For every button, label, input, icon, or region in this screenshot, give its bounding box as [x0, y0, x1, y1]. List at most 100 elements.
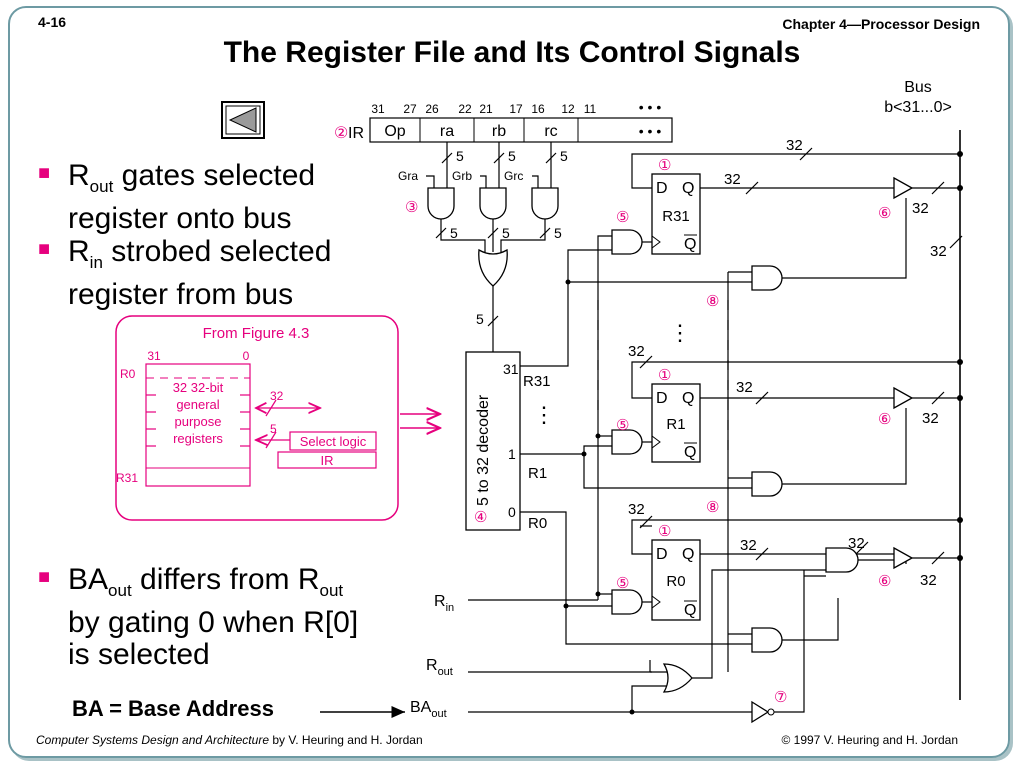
- svg-text:Q: Q: [684, 602, 696, 619]
- marker-6-r1: ⑥: [878, 411, 891, 428]
- q-to-buffer-wires: [700, 181, 894, 561]
- width-bus-r31: 32: [786, 137, 803, 154]
- bullet-square-icon: ■: [38, 162, 51, 184]
- decoder-line-r0: R0: [528, 515, 547, 532]
- ir-field-rc: rc: [544, 123, 557, 140]
- ir-bit-22: 22: [458, 102, 472, 116]
- bullet-3-line1: differs from R: [131, 563, 320, 596]
- inset-bit-0: 0: [243, 349, 250, 363]
- bullet-3-sub2: out: [319, 581, 344, 600]
- signal-rin: Rin: [434, 593, 454, 614]
- page-title: The Register File and Its Control Signal…: [223, 36, 801, 69]
- ir-register: Op ra rb rc • • • • • • IR ② 31 27 26 22…: [334, 99, 673, 143]
- inset-width-32: 32: [270, 389, 284, 403]
- decoder-out-0: 0: [508, 504, 516, 520]
- ir-ellipsis-upper: • • •: [639, 99, 662, 115]
- inset-body-2: general: [176, 397, 219, 412]
- bullet-square-icon: ■: [38, 238, 51, 260]
- ir-bit-12: 12: [561, 102, 575, 116]
- width-out-r0: 32: [920, 572, 937, 589]
- ir-name: IR: [348, 125, 364, 142]
- width-rb: 5: [508, 148, 516, 164]
- decoder-label: 5 to 32 decoder: [475, 394, 492, 506]
- svg-text:D: D: [656, 390, 668, 407]
- bullet-1-sub: out: [89, 177, 114, 196]
- baout-inverter: [751, 700, 770, 724]
- bullet-square-icon: ■: [38, 566, 51, 588]
- footer-copyright: © 1997 V. Heuring and H. Jordan: [781, 733, 958, 747]
- svg-text:Q: Q: [684, 444, 696, 461]
- ba-definition: BA = Base Address: [72, 696, 274, 721]
- bullet-3-sub: out: [108, 581, 132, 600]
- marker-5-r31: ⑤: [616, 209, 629, 226]
- bullet-2-base: R: [68, 235, 90, 268]
- ir-field-ra: ra: [440, 123, 454, 140]
- decoder-out-31: 31: [503, 361, 519, 377]
- footer-book: Computer Systems Design and Architecture…: [36, 733, 423, 747]
- register-ellipsis: ⋮: [669, 320, 691, 345]
- bullet-2-line1: strobed selected: [102, 235, 332, 268]
- ir-bit-31: 31: [371, 102, 385, 116]
- marker-1-r1: ①: [658, 367, 671, 384]
- marker-5-r1: ⑤: [616, 417, 629, 434]
- marker-6-r31: ⑥: [878, 205, 891, 222]
- bus-to-d-wires: [631, 147, 960, 555]
- width-out-r31: 32: [912, 200, 929, 217]
- footer-authors: by V. Heuring and H. Jordan: [269, 733, 423, 747]
- footer-book-title: Computer Systems Design and Architecture: [36, 733, 269, 747]
- marker-1-r31: ①: [658, 157, 671, 174]
- inset-width-5: 5: [270, 422, 277, 436]
- bullet-2-sub: in: [89, 253, 103, 272]
- width-bus: 32: [930, 243, 947, 260]
- marker-6-r0: ⑥: [878, 573, 891, 590]
- field-wires: [426, 142, 557, 188]
- width-q-r0: 32: [740, 537, 757, 554]
- decoder-line-r31: R31: [523, 373, 551, 390]
- bullet-1-line2: register onto bus: [68, 202, 292, 235]
- marker-2: ②: [334, 125, 348, 142]
- clock-and-gates: [611, 229, 643, 615]
- width-and-rb: 5: [502, 225, 510, 241]
- svg-text:D: D: [656, 546, 668, 563]
- or-input-wires: [435, 219, 551, 252]
- bullet-1-base: R: [68, 159, 90, 192]
- ir-bit-17: 17: [509, 102, 523, 116]
- tristate-buffers: [893, 176, 914, 570]
- bullet-3-base: BA: [68, 563, 109, 596]
- marker-8-r31: ⑧: [706, 293, 719, 310]
- inset-ir: IR: [321, 453, 334, 468]
- bus-label-1: Bus: [904, 79, 932, 96]
- marker-7: ⑦: [774, 689, 787, 706]
- bullet-1-line1: gates selected: [113, 159, 316, 192]
- field-and-gates: [427, 187, 559, 220]
- decoder-box: [465, 351, 521, 531]
- slide-frame: [8, 6, 1010, 758]
- width-bus-r0: 32: [628, 501, 645, 518]
- left-triangle-icon: [228, 107, 257, 133]
- inset-title: From Figure 4.3: [203, 325, 310, 342]
- field-or-gate: [478, 248, 508, 287]
- width-r0-and: 32: [848, 535, 865, 552]
- inset-body-4: registers: [173, 431, 223, 446]
- bus-label-2: b<31...0>: [884, 99, 952, 116]
- width-out-r1: 32: [922, 410, 939, 427]
- bullet-2-line2: register from bus: [68, 278, 294, 311]
- ir-field-op: Op: [384, 123, 405, 140]
- register-name-r1: R1: [666, 416, 685, 433]
- ff-r1: D Q R1 Q: [651, 383, 701, 463]
- marker-3: ③: [405, 199, 418, 216]
- inset-body-1: 32 32-bit: [173, 380, 224, 395]
- decoder-out-1: 1: [508, 446, 516, 462]
- width-decoder-in: 5: [476, 311, 484, 327]
- width-bus-r1: 32: [628, 343, 645, 360]
- inset-body-3: purpose: [175, 414, 222, 429]
- inset-r31: R31: [116, 471, 138, 485]
- ir-bit-16: 16: [531, 102, 545, 116]
- back-button[interactable]: [221, 101, 265, 139]
- bullet-3-line3: is selected: [68, 638, 210, 671]
- inset-r0: R0: [120, 367, 136, 381]
- slide-number: 4-16: [38, 14, 67, 30]
- register-name-r0: R0: [666, 573, 685, 590]
- bullet-3-line2: by gating 0 when R[0]: [68, 606, 359, 639]
